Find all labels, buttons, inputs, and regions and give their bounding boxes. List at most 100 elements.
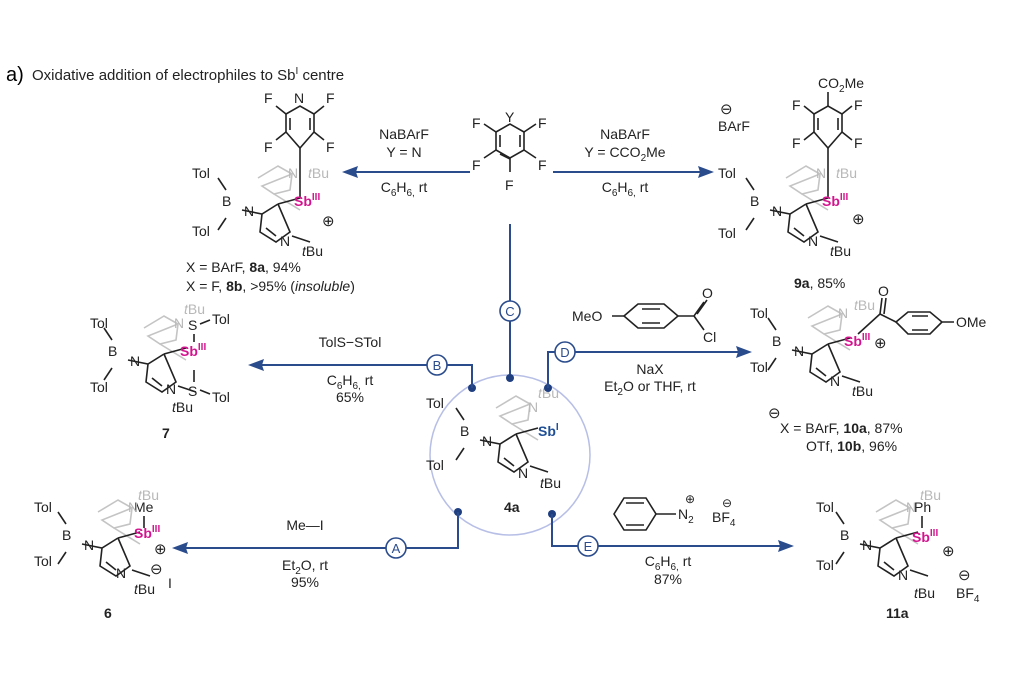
svg-text:BF4: BF4 bbox=[956, 585, 980, 605]
svg-text:C6H6, rt: C6H6, rt bbox=[381, 179, 428, 199]
svg-text:N: N bbox=[906, 499, 916, 515]
svg-text:C6H6, rt: C6H6, rt bbox=[645, 553, 692, 573]
svg-text:E: E bbox=[584, 539, 593, 554]
product-10a-caption: X = BArF, 10a, 87% bbox=[780, 420, 903, 436]
svg-text:⊕: ⊕ bbox=[852, 211, 865, 228]
svg-text:Tol: Tol bbox=[426, 457, 444, 473]
svg-text:SbI: SbI bbox=[538, 422, 559, 439]
svg-text:9a, 85%: 9a, 85% bbox=[794, 275, 845, 291]
svg-text:N: N bbox=[116, 565, 126, 581]
svg-text:tBu: tBu bbox=[138, 487, 159, 503]
svg-text:⊖: ⊖ bbox=[722, 496, 732, 510]
route-b: B TolS−STol C6H6, rt 65% bbox=[248, 334, 473, 405]
svg-text:⊖: ⊖ bbox=[720, 101, 733, 118]
svg-text:B: B bbox=[460, 423, 469, 439]
product-8a-caption: X = BArF, 8a, 94% bbox=[186, 259, 301, 275]
svg-text:95%: 95% bbox=[291, 574, 319, 590]
svg-text:SbIII: SbIII bbox=[294, 192, 320, 209]
svg-text:N: N bbox=[518, 465, 528, 481]
svg-text:N: N bbox=[280, 233, 290, 249]
svg-text:tBu: tBu bbox=[854, 297, 875, 313]
product-10: O OMe Tol Tol B N N tBu SbIII ⊕ N tBu bbox=[750, 283, 987, 399]
svg-text:F: F bbox=[792, 135, 801, 151]
svg-text:SbIII: SbIII bbox=[822, 192, 848, 209]
svg-text:Cl: Cl bbox=[703, 329, 716, 345]
svg-text:B: B bbox=[840, 527, 849, 543]
svg-text:tBu: tBu bbox=[920, 487, 941, 503]
svg-text:Me: Me bbox=[134, 499, 154, 515]
svg-text:O: O bbox=[702, 285, 713, 301]
svg-text:11a: 11a bbox=[886, 605, 909, 621]
svg-text:⊕: ⊕ bbox=[874, 335, 887, 352]
svg-text:F: F bbox=[326, 90, 335, 106]
svg-text:Tol: Tol bbox=[90, 315, 108, 331]
product-6: Me Tol Tol B N N tBu SbIII ⊕ ⊖ I N tBu 6 bbox=[34, 487, 172, 621]
svg-text:Tol: Tol bbox=[718, 225, 736, 241]
svg-text:N2: N2 bbox=[678, 506, 694, 526]
svg-text:Tol: Tol bbox=[212, 389, 230, 405]
svg-text:F: F bbox=[854, 135, 863, 151]
svg-text:⊕: ⊕ bbox=[942, 543, 955, 560]
svg-text:tBu: tBu bbox=[302, 243, 323, 259]
svg-text:N: N bbox=[528, 399, 538, 415]
route-c: NaBArF Y = N C6H6, rt NaBArF Y = CCO2Me … bbox=[342, 126, 714, 378]
svg-text:Tol: Tol bbox=[750, 359, 768, 375]
svg-text:N: N bbox=[772, 203, 782, 219]
svg-text:A: A bbox=[392, 541, 401, 556]
svg-text:F: F bbox=[792, 97, 801, 113]
product-8b-caption: X = F, 8b, >95% (insoluble) bbox=[186, 278, 355, 294]
svg-text:C6H6, rt: C6H6, rt bbox=[602, 179, 649, 199]
svg-text:N: N bbox=[84, 537, 94, 553]
svg-text:D: D bbox=[560, 345, 569, 360]
svg-text:N: N bbox=[808, 233, 818, 249]
route-badge-c bbox=[499, 300, 521, 322]
svg-text:7: 7 bbox=[162, 425, 170, 441]
svg-text:N: N bbox=[482, 433, 492, 449]
svg-text:Tol: Tol bbox=[426, 395, 444, 411]
svg-text:Et2O, rt: Et2O, rt bbox=[282, 557, 328, 577]
svg-text:SbIII: SbIII bbox=[912, 528, 938, 545]
svg-text:I: I bbox=[168, 575, 172, 591]
svg-text:B: B bbox=[772, 333, 781, 349]
svg-text:⊕: ⊕ bbox=[685, 492, 695, 506]
svg-text:tBu: tBu bbox=[914, 585, 935, 601]
svg-text:F: F bbox=[264, 139, 273, 155]
svg-text:tBu: tBu bbox=[172, 399, 193, 415]
route-e: E N2 ⊕ BF4 ⊖ C6H6, rt 87% bbox=[551, 492, 794, 587]
compound-4a: Tol Tol B N N tBu SbI N tBu 4a bbox=[426, 385, 561, 515]
svg-text:B: B bbox=[750, 193, 759, 209]
svg-text:N: N bbox=[174, 315, 184, 331]
svg-text:N: N bbox=[244, 203, 254, 219]
svg-text:O: O bbox=[878, 283, 889, 299]
svg-text:⊕: ⊕ bbox=[154, 541, 167, 558]
product-8: N F F F F Tol Tol B N N tBu SbIII ⊕ N tB… bbox=[192, 90, 335, 259]
svg-text:S: S bbox=[188, 317, 197, 333]
svg-text:N: N bbox=[862, 537, 872, 553]
svg-text:Y: Y bbox=[505, 109, 515, 125]
svg-text:Tol: Tol bbox=[212, 311, 230, 327]
svg-text:N: N bbox=[794, 343, 804, 359]
svg-text:N: N bbox=[166, 381, 176, 397]
svg-text:tBu: tBu bbox=[134, 581, 155, 597]
svg-text:Tol: Tol bbox=[192, 165, 210, 181]
svg-text:Tol: Tol bbox=[34, 499, 52, 515]
svg-text:F: F bbox=[264, 90, 273, 106]
svg-text:Tol: Tol bbox=[192, 223, 210, 239]
svg-text:tBu: tBu bbox=[184, 301, 205, 317]
svg-text:B: B bbox=[108, 343, 117, 359]
svg-text:N: N bbox=[816, 165, 826, 181]
svg-text:tBu: tBu bbox=[830, 243, 851, 259]
svg-text:F: F bbox=[538, 115, 547, 131]
panel-letter: a) bbox=[6, 64, 24, 86]
svg-text:NaX: NaX bbox=[636, 361, 664, 377]
svg-text:F: F bbox=[472, 157, 481, 173]
panel-title: Oxidative addition of electrophiles to S… bbox=[32, 66, 344, 84]
svg-text:tBu: tBu bbox=[852, 383, 873, 399]
svg-text:Et2O or THF, rt: Et2O or THF, rt bbox=[604, 378, 696, 398]
svg-text:6: 6 bbox=[104, 605, 112, 621]
svg-text:F: F bbox=[538, 157, 547, 173]
product-9a: CO2Me F F F F Tol Tol B N N tBu SbIII ⊕ … bbox=[718, 75, 865, 291]
svg-text:Me—I: Me—I bbox=[286, 517, 323, 533]
svg-text:OMe: OMe bbox=[956, 314, 987, 330]
svg-text:N: N bbox=[898, 567, 908, 583]
